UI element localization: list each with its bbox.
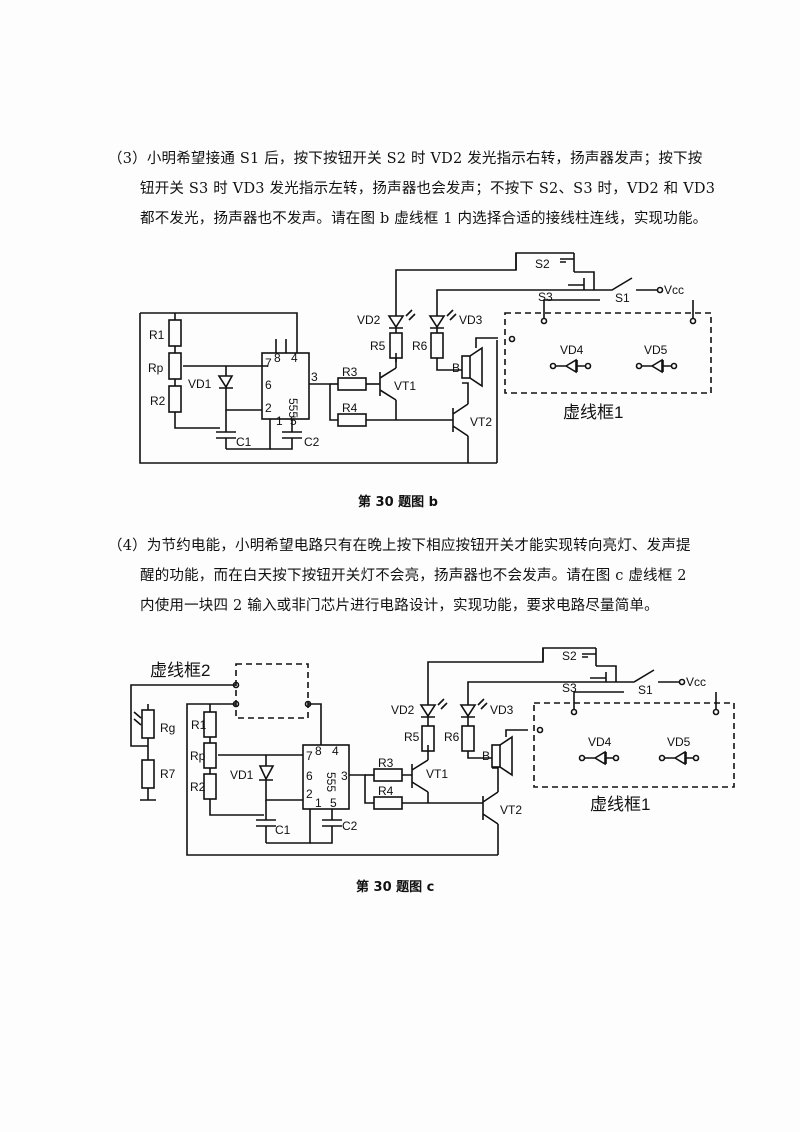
label-s3: S3 [538, 290, 553, 304]
pin-6-label: 6 [306, 769, 313, 783]
label-c1: C1 [236, 435, 252, 449]
circuit-figure-c: 虚线框2 Rg R7 R1 Rp R2 VD1 C1 C2 7 8 4 6 2 … [130, 647, 735, 856]
pin-8-label: 8 [274, 351, 281, 365]
pin-1-label: 1 [315, 796, 322, 810]
label-vd2: VD2 [357, 313, 381, 327]
label-r7: R7 [160, 767, 176, 781]
pin-7-label: 7 [306, 749, 313, 763]
figure-b-caption: 第 30 题图 b [358, 495, 438, 510]
label-vt2: VT2 [500, 803, 522, 817]
label-b: B [452, 361, 460, 375]
label-vd2: VD2 [391, 703, 415, 717]
question-3-text: （3）小明希望接通 S1 后，按下按钮开关 S2 时 VD2 发光指示右转，扬声… [108, 144, 748, 234]
label-r3: R3 [378, 756, 394, 770]
pin-6-label: 6 [265, 378, 272, 392]
label-r5: R5 [404, 730, 420, 744]
label-b: B [482, 749, 490, 763]
chip-555-label: 555 [286, 398, 300, 418]
label-c2: C2 [342, 819, 358, 833]
label-vd5: VD5 [667, 735, 691, 749]
pin-4-label: 4 [291, 351, 298, 365]
pin-2-label: 2 [265, 401, 272, 415]
dashed-box-2-label: 虚线框2 [150, 661, 210, 680]
pin-8-label: 8 [315, 744, 322, 758]
question-4-text: （4）为节约电能，小明希望电路只有在晚上按下相应按钮开关才能实现转向亮灯、发声提… [108, 531, 748, 621]
chip-555-label: 555 [324, 772, 338, 792]
label-s1: S1 [615, 291, 630, 305]
pin-5-label: 5 [330, 796, 337, 810]
label-r2: R2 [190, 780, 206, 794]
label-vd3: VD3 [490, 703, 514, 717]
label-r6: R6 [444, 730, 460, 744]
q3-line-2: 钮开关 S3 时 VD3 发光指示左转，扬声器也会发声；不按下 S2、S3 时，… [140, 181, 716, 197]
label-rg: Rg [160, 721, 175, 735]
q3-line-3: 都不发光，扬声器也不发声。请在图 b 虚线框 1 内选择合适的接线柱连线，实现功… [140, 211, 708, 227]
pin-7-label: 7 [265, 356, 272, 370]
label-rp: Rp [148, 361, 164, 375]
label-c2: C2 [304, 435, 320, 449]
label-r4: R4 [342, 401, 358, 415]
label-vd3: VD3 [459, 313, 483, 327]
pin-1-label: 1 [276, 414, 283, 428]
label-vd5: VD5 [644, 343, 668, 357]
label-rp: Rp [190, 749, 206, 763]
label-s1: S1 [638, 683, 653, 697]
q3-line-1: （3）小明希望接通 S1 后，按下按钮开关 S2 时 VD2 发光指示右转，扬声… [108, 151, 703, 167]
circuit-figure-b: R1 Rp R2 VD1 C1 C2 7 8 4 6 2 1 5 3 555 R… [139, 252, 712, 464]
q4-line-3: 内使用一块四 2 输入或非门芯片进行电路设计，实现功能，要求电路尽量简单。 [140, 598, 659, 614]
label-r4: R4 [378, 784, 394, 798]
label-r6: R6 [412, 339, 428, 353]
dashed-box-1-label: 虚线框1 [563, 403, 623, 422]
label-r1: R1 [149, 328, 165, 342]
label-s3: S3 [562, 681, 577, 695]
pin-3-label: 3 [341, 769, 348, 783]
label-vcc: Vcc [664, 283, 684, 297]
figure-c-caption: 第 30 题图 c [356, 880, 435, 895]
label-r5: R5 [370, 339, 386, 353]
pin-5-label: 5 [290, 414, 297, 428]
label-vd1: VD1 [188, 377, 212, 391]
label-vd4: VD4 [588, 735, 612, 749]
label-r1: R1 [191, 718, 207, 732]
pin-4-label: 4 [332, 744, 339, 758]
label-vd4: VD4 [560, 343, 584, 357]
label-vt1: VT1 [426, 767, 448, 781]
label-r2: R2 [150, 394, 166, 408]
pin-2-label: 2 [306, 787, 313, 801]
label-vt1: VT1 [394, 379, 416, 393]
label-vt2: VT2 [470, 415, 492, 429]
dashed-box-1-label: 虚线框1 [590, 795, 650, 814]
label-s2: S2 [535, 257, 550, 271]
label-s2: S2 [562, 649, 577, 663]
q4-line-1: （4）为节约电能，小明希望电路只有在晚上按下相应按钮开关才能实现转向亮灯、发声提 [108, 538, 691, 554]
label-r3: R3 [342, 365, 358, 379]
label-c1: C1 [275, 823, 291, 837]
label-vd1: VD1 [230, 768, 254, 782]
q4-line-2: 醒的功能，而在白天按下按钮开关灯不会亮，扬声器也不会发声。请在图 c 虚线框 2 [140, 568, 687, 584]
label-vcc: Vcc [686, 675, 706, 689]
pin-3-label: 3 [311, 370, 318, 384]
